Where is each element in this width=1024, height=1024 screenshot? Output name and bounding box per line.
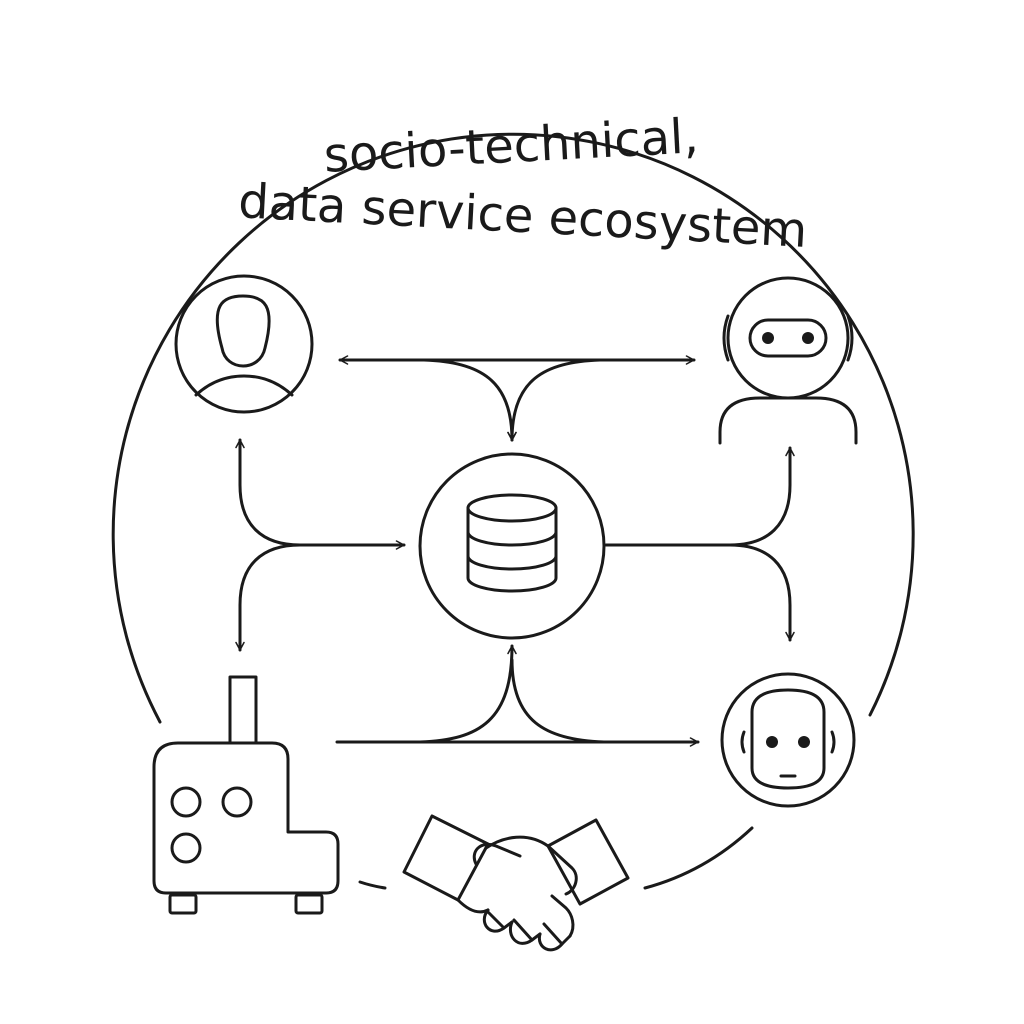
android-face-icon [720, 672, 856, 808]
handshake-icon [402, 814, 630, 952]
title-line-2: data service ecosystem [237, 173, 809, 259]
person-node [174, 274, 314, 414]
machine-node [152, 675, 340, 915]
arrow-database-robot [604, 446, 795, 547]
arrow-machine-up [235, 543, 302, 652]
arrow-person-down [235, 438, 302, 547]
robot-node [718, 276, 858, 445]
connectors [235, 355, 795, 747]
android-node [720, 672, 856, 808]
arrow-right-to-database [507, 358, 602, 442]
arrow-left-to-database [422, 358, 517, 442]
person-icon [174, 274, 314, 414]
arrow-right-up-database [510, 658, 606, 744]
title-line-1: socio-technical, [322, 108, 699, 184]
boundary-arc-bottom-right [643, 826, 754, 890]
arrow-left-up-database [418, 644, 517, 744]
database-circle [418, 452, 606, 640]
diagram-title: socio-technical, data service ecosystem [237, 108, 809, 259]
machine-icon [152, 675, 340, 915]
boundary-arc-main [111, 132, 915, 724]
database-node [418, 452, 606, 640]
boundary-arc-bottom-left [358, 880, 387, 890]
robot-icon [718, 276, 858, 445]
arrow-database-android [728, 543, 795, 642]
ecosystem-boundary [111, 132, 915, 890]
database-icon [466, 493, 558, 593]
handshake-node [402, 814, 630, 952]
